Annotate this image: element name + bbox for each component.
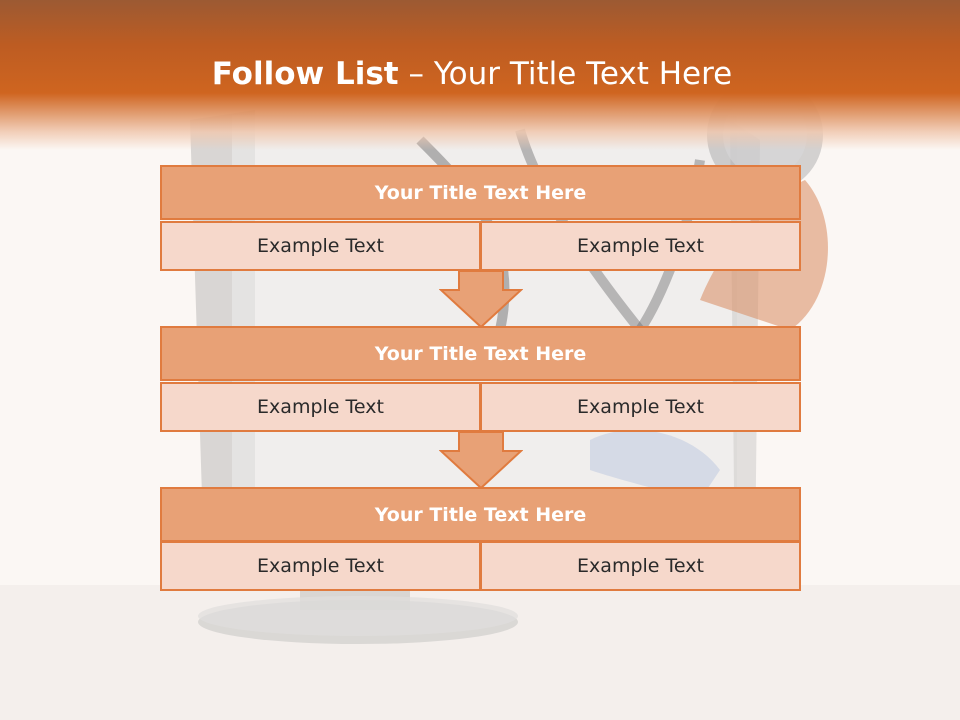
step-cell-left: Example Text — [160, 382, 481, 432]
step-title: Your Title Text Here — [160, 487, 801, 542]
step-cell-right: Example Text — [480, 221, 801, 271]
step-cell-right: Example Text — [480, 382, 801, 432]
slide-title: Follow List – Your Title Text Here — [0, 56, 944, 92]
slide-title-rest: – Your Title Text Here — [398, 56, 733, 92]
step-1: Your Title Text Here Example Text Exampl… — [160, 165, 801, 271]
step-2: Your Title Text Here Example Text Exampl… — [160, 326, 801, 432]
step-title: Your Title Text Here — [160, 326, 801, 381]
header-band — [0, 0, 960, 150]
step-title: Your Title Text Here — [160, 165, 801, 220]
slide-title-bold: Follow List — [211, 56, 399, 92]
down-arrow-icon — [439, 270, 523, 328]
down-arrow-icon — [439, 431, 523, 489]
step-cell-right: Example Text — [480, 541, 801, 591]
step-cell-left: Example Text — [160, 221, 481, 271]
step-cell-left: Example Text — [160, 541, 481, 591]
step-3: Your Title Text Here Example Text Exampl… — [160, 487, 801, 593]
